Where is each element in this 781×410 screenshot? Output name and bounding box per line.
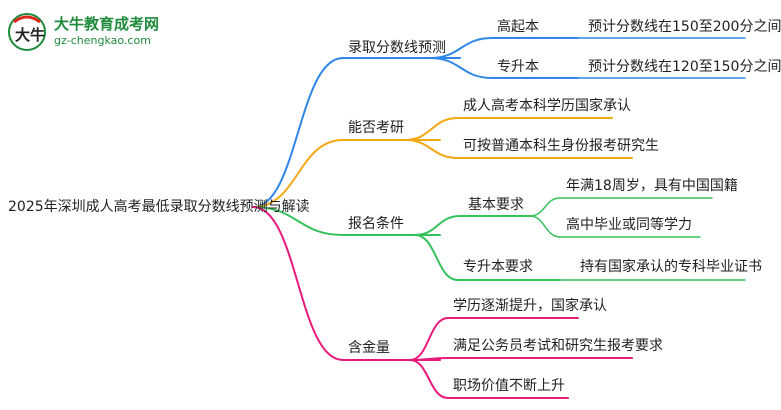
node-degree-recognized: 成人高考本科学历国家承认 xyxy=(463,98,631,114)
node-high-school: 高中毕业或同等学力 xyxy=(566,217,692,233)
child-link xyxy=(409,357,633,361)
logo-mark-icon: 大牛 xyxy=(8,13,46,51)
node-zhuanshengben: 专升本 xyxy=(497,59,539,75)
root-topic: 2025年深圳成人高考最低录取分数线预测与解读 xyxy=(8,199,310,215)
leaf-link xyxy=(529,197,713,217)
branch-link xyxy=(252,139,441,208)
child-link xyxy=(404,139,633,159)
branch-requirements: 报名条件 xyxy=(348,216,404,232)
child-link xyxy=(409,359,569,399)
branch-link xyxy=(252,57,461,208)
logo-mark-text: 大牛 xyxy=(15,26,45,44)
mind-map xyxy=(252,37,746,399)
child-link xyxy=(414,215,531,236)
node-apply-postgraduate: 可按普通本科生身份报考研究生 xyxy=(463,138,659,154)
child-link xyxy=(404,117,613,141)
node-career-value: 职场价值不断上升 xyxy=(453,378,565,394)
node-diploma: 持有国家承认的专科毕业证书 xyxy=(580,259,762,275)
branch-link xyxy=(252,206,441,236)
branch-value: 含金量 xyxy=(348,340,390,356)
logo-site-url: gz-chengkao.com xyxy=(54,34,151,47)
child-link xyxy=(429,37,579,59)
child-link xyxy=(429,57,579,79)
leaf-link xyxy=(529,215,701,238)
logo-site-name: 大牛教育成考网 xyxy=(54,15,160,33)
node-age-nationality: 年满18周岁，具有中国国籍 xyxy=(566,178,738,194)
site-logo[interactable]: 大牛 大牛教育成考网 gz-chengkao.com xyxy=(6,10,176,54)
node-basic-requirements: 基本要求 xyxy=(468,197,524,213)
child-link xyxy=(409,317,579,361)
node-degree-rising: 学历逐渐提升，国家承认 xyxy=(453,298,607,314)
node-civil-exam: 满足公务员考试和研究生报考要求 xyxy=(453,338,663,354)
child-link xyxy=(414,234,561,281)
branch-link xyxy=(252,206,441,361)
node-gaoqiben: 高起本 xyxy=(497,19,539,35)
node-zhuanshengben-score: 预计分数线在120至150分之间 xyxy=(588,59,781,75)
branch-score-prediction: 录取分数线预测 xyxy=(348,40,446,56)
branch-postgraduate: 能否考研 xyxy=(348,120,404,136)
node-gaoqiben-score: 预计分数线在150至200分之间 xyxy=(588,19,781,35)
mind-map-links xyxy=(252,37,746,399)
node-zsb-requirements: 专升本要求 xyxy=(463,259,533,275)
